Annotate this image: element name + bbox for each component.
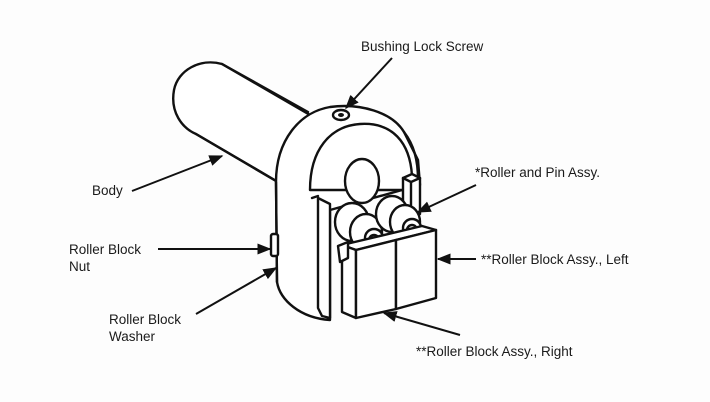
leader-roller-pin bbox=[416, 184, 477, 213]
bore-hole bbox=[343, 157, 381, 205]
roller-blocks bbox=[336, 224, 438, 320]
leader-lines bbox=[131, 57, 477, 336]
label-roller-block-assy-left: **Roller Block Assy., Left bbox=[481, 252, 629, 267]
label-roller-block-assy-right: **Roller Block Assy., Right bbox=[416, 344, 573, 359]
label-roller-and-pin-assy: *Roller and Pin Assy. bbox=[475, 165, 601, 180]
label-body: Body bbox=[92, 183, 123, 198]
label-roller-block-washer-line1: Roller Block bbox=[109, 312, 182, 327]
body-housing bbox=[274, 104, 422, 322]
leader-bushing-lock-screw bbox=[345, 57, 393, 110]
leader-roller-block-right bbox=[382, 311, 461, 336]
label-roller-block-nut-line2: Nut bbox=[69, 259, 91, 274]
label-bushing-lock-screw: Bushing Lock Screw bbox=[361, 39, 484, 54]
leader-body bbox=[131, 155, 224, 192]
body-cylinder bbox=[172, 61, 312, 184]
roller-block-nut-shape bbox=[269, 232, 280, 258]
leader-roller-block-washer bbox=[195, 267, 278, 315]
label-roller-block-washer-line2: Washer bbox=[109, 329, 156, 344]
label-roller-block-nut-line1: Roller Block bbox=[69, 242, 142, 257]
